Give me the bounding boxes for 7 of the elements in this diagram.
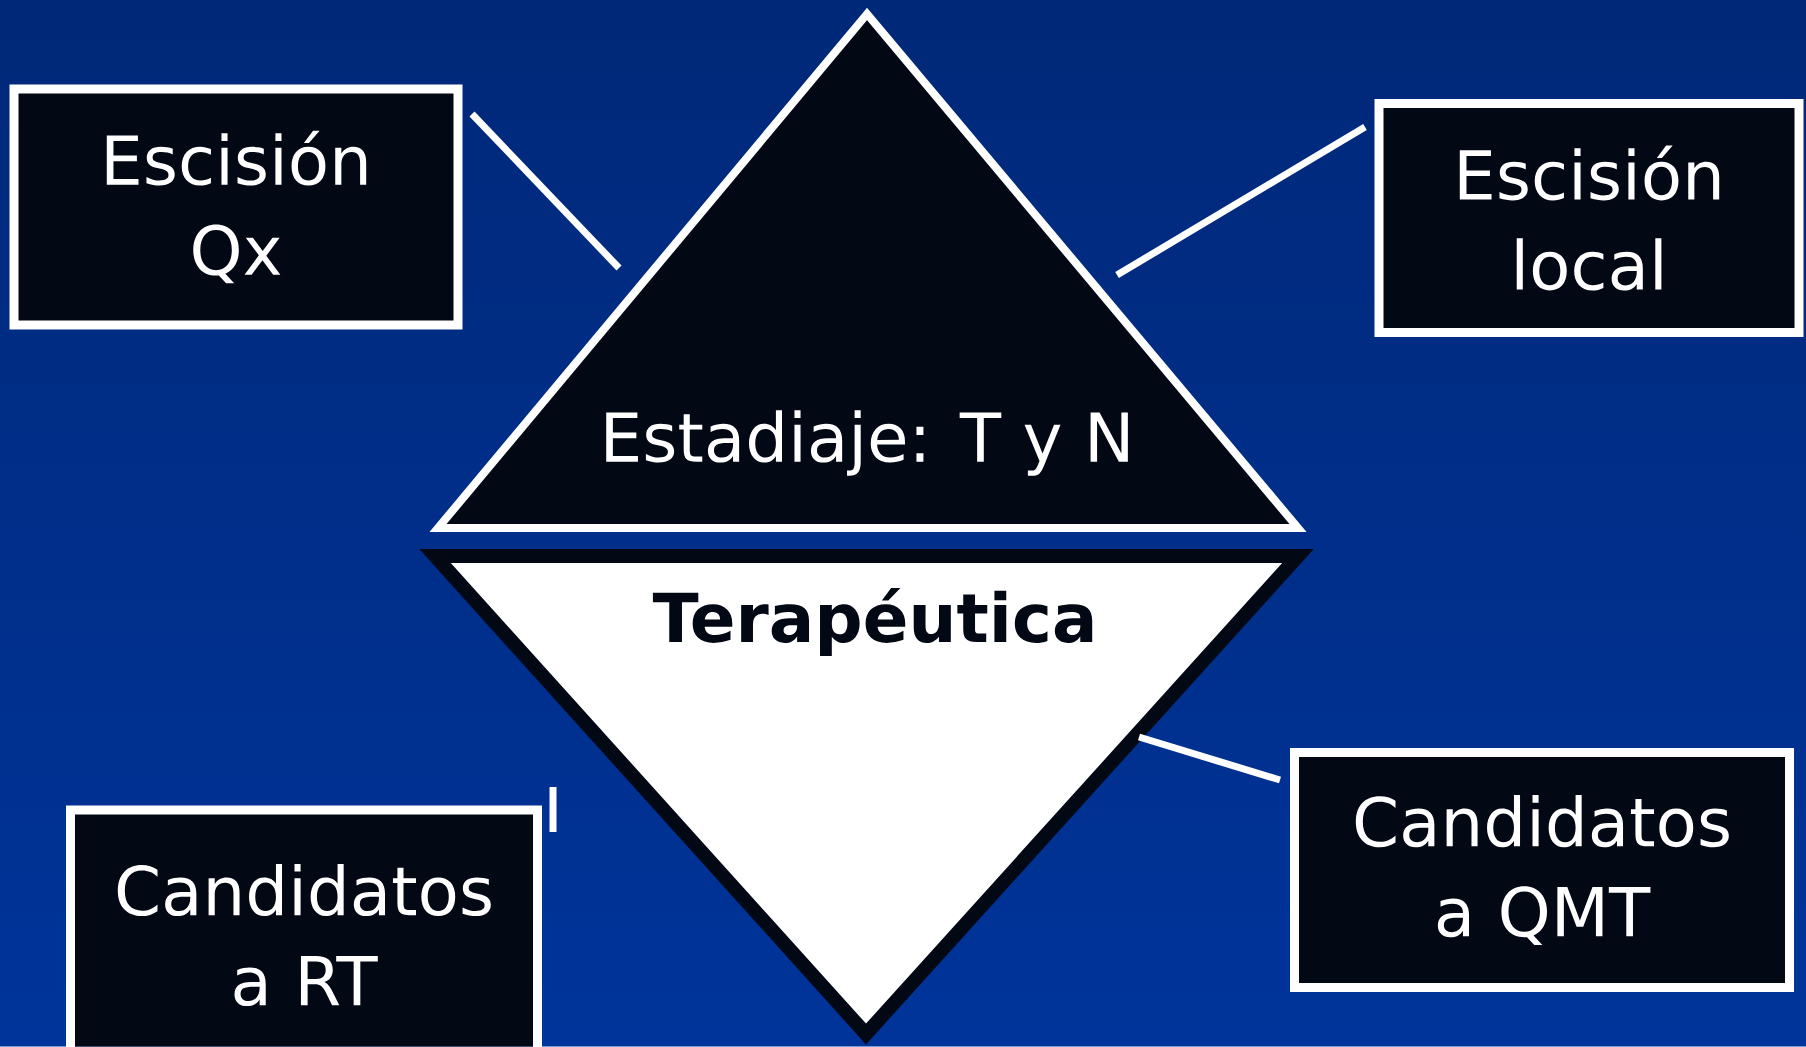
connector-line — [1115, 124, 1367, 278]
text-box: Candidatos a RT — [66, 805, 542, 1047]
text-box: Escisión Qx — [9, 84, 463, 330]
connector-line — [1138, 733, 1282, 784]
connector-line — [469, 111, 622, 271]
text-box: Escisión local — [1374, 99, 1804, 337]
text-box: Candidatos a QMT — [1290, 748, 1794, 992]
